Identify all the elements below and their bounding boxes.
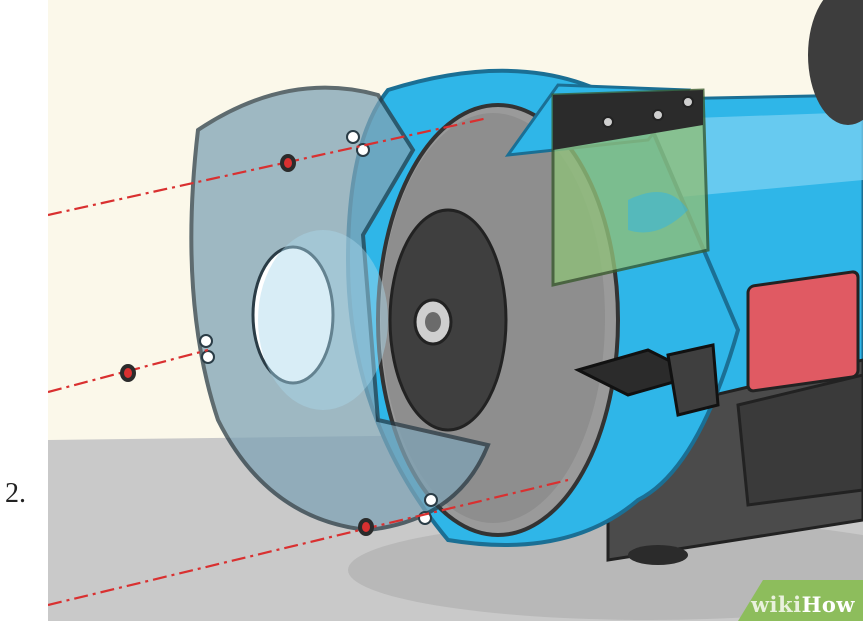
power-switch — [746, 270, 860, 393]
bench-grinder-illustration: wikiHow — [48, 0, 863, 621]
screw-icon — [280, 154, 296, 172]
screw-icon — [120, 364, 136, 382]
watermark-background — [738, 580, 863, 621]
wheel-guard-plate — [189, 85, 491, 533]
tool-rest — [573, 343, 720, 417]
step-number: 2. — [5, 478, 26, 509]
wikihow-watermark: wikiHow — [713, 579, 863, 621]
watermark-wiki: wiki — [750, 592, 802, 617]
watermark-how: How — [801, 592, 855, 617]
guard-center-hole — [251, 245, 335, 385]
screw-icon — [358, 518, 374, 536]
eye-shield — [504, 83, 710, 287]
